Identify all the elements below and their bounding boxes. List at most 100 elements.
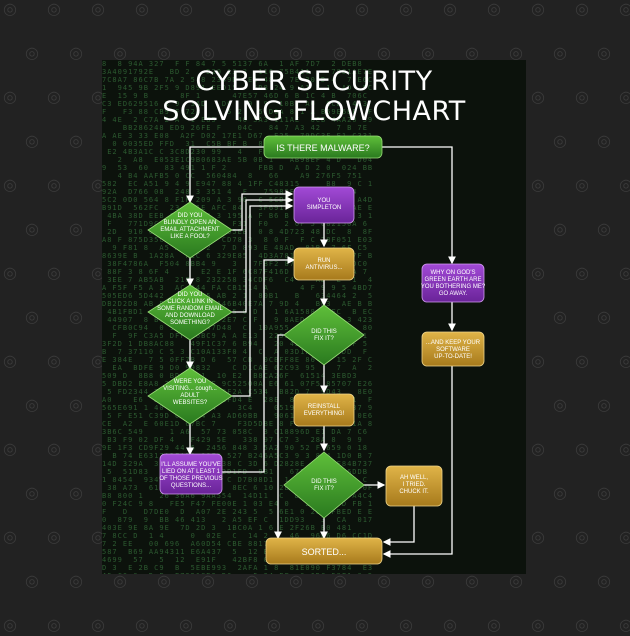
- watermark-lock-icon: ◎: [47, 353, 61, 370]
- watermark-lock-icon: ◎: [531, 1, 545, 18]
- keep-label-line: SOFTWARE: [436, 347, 470, 353]
- assume-label-line: QUESTIONS...: [171, 483, 212, 489]
- svg-text:AH WELL,I TRIED.CHUCK IT.: AH WELL,I TRIED.CHUCK IT.: [399, 475, 429, 495]
- watermark-lock-icon: ◎: [157, 45, 171, 62]
- watermark-lock-icon: ◎: [69, 45, 83, 62]
- connector-start-to-why: [382, 146, 456, 265]
- q_link-label-line: AND DOWNLOAD: [165, 313, 215, 319]
- watermark-lock-icon: ◎: [487, 1, 501, 18]
- svg-text:IS THERE MALWARE?: IS THERE MALWARE?: [276, 143, 369, 153]
- watermark-lock-icon: ◎: [3, 441, 17, 458]
- watermark-lock-icon: ◎: [289, 573, 303, 590]
- watermark-lock-icon: ◎: [575, 1, 589, 18]
- watermark-lock-icon: ◎: [135, 1, 149, 18]
- watermark-lock-icon: ◎: [245, 573, 259, 590]
- watermark-lock-icon: ◎: [509, 45, 523, 62]
- q_email-label-line: LIKE A FOOL?: [170, 234, 210, 240]
- watermark-lock-icon: ◎: [289, 45, 303, 62]
- simpleton-label-line: YOU: [317, 198, 330, 204]
- connector-email-to-simpleton: [232, 190, 294, 231]
- watermark-lock-icon: ◎: [575, 353, 589, 370]
- watermark-lock-icon: ◎: [333, 573, 347, 590]
- watermark-lock-icon: ◎: [531, 353, 545, 370]
- watermark-lock-icon: ◎: [553, 485, 567, 502]
- watermark-lock-icon: ◎: [531, 529, 545, 546]
- watermark-lock-icon: ◎: [619, 441, 630, 458]
- why-label-line: GO AWAY.: [439, 291, 468, 297]
- watermark-lock-icon: ◎: [575, 529, 589, 546]
- watermark-lock-icon: ◎: [377, 573, 391, 590]
- watermark-lock-icon: ◎: [399, 617, 413, 634]
- watermark-lock-icon: ◎: [443, 617, 457, 634]
- watermark-lock-icon: ◎: [399, 1, 413, 18]
- watermark-lock-icon: ◎: [47, 177, 61, 194]
- watermark-lock-icon: ◎: [135, 617, 149, 634]
- tried-label-line: AH WELL,: [400, 475, 428, 481]
- watermark-lock-icon: ◎: [531, 265, 545, 282]
- watermark-lock-icon: ◎: [509, 573, 523, 590]
- watermark-lock-icon: ◎: [267, 1, 281, 18]
- watermark-lock-icon: ◎: [201, 573, 215, 590]
- watermark-lock-icon: ◎: [597, 309, 611, 326]
- watermark-lock-icon: ◎: [377, 45, 391, 62]
- watermark-lock-icon: ◎: [69, 133, 83, 150]
- watermark-lock-icon: ◎: [25, 221, 39, 238]
- watermark-lock-icon: ◎: [465, 573, 479, 590]
- watermark-lock-icon: ◎: [91, 89, 105, 106]
- q_email-label-line: EMAIL ATTACHMENT: [160, 227, 220, 233]
- q_link-label-line: SOMETHING?: [170, 320, 210, 326]
- watermark-lock-icon: ◎: [421, 45, 435, 62]
- watermark-lock-icon: ◎: [355, 617, 369, 634]
- q_link-label-line: DID YOU: [178, 292, 203, 298]
- why-label-line: YOU BOTHERING ME?: [421, 284, 486, 290]
- reinstall-label-line: REINSTALL: [308, 404, 341, 410]
- watermark-lock-icon: ◎: [531, 177, 545, 194]
- watermark-lock-icon: ◎: [47, 265, 61, 282]
- watermark-lock-icon: ◎: [597, 45, 611, 62]
- flowchart-poster: 8 8 94A 327 F F 84 7 5 5137 6A 1 AF 7D7 …: [102, 60, 526, 574]
- watermark-lock-icon: ◎: [553, 397, 567, 414]
- watermark-lock-icon: ◎: [597, 221, 611, 238]
- watermark-lock-icon: ◎: [47, 89, 61, 106]
- watermark-lock-icon: ◎: [47, 441, 61, 458]
- why-label-line: GREEN EARTH ARE: [425, 277, 482, 283]
- connector-keep-to-sorted: [382, 366, 453, 558]
- watermark-lock-icon: ◎: [465, 45, 479, 62]
- q_visit-label-line: WERE YOU: [174, 379, 207, 385]
- watermark-lock-icon: ◎: [3, 1, 17, 18]
- q_visit-label-line: WEBSITES?: [173, 400, 208, 406]
- watermark-lock-icon: ◎: [553, 309, 567, 326]
- why-label-line: WHY ON GOD'S: [430, 270, 475, 276]
- watermark-lock-icon: ◎: [333, 45, 347, 62]
- watermark-lock-icon: ◎: [47, 529, 61, 546]
- watermark-lock-icon: ◎: [3, 265, 17, 282]
- watermark-lock-icon: ◎: [619, 353, 630, 370]
- title-line-2: SOLVING FLOWCHART: [162, 96, 466, 127]
- watermark-lock-icon: ◎: [619, 1, 630, 18]
- run_av-label-line: ANTIVIRUS...: [305, 265, 342, 271]
- fix1-label-line: DID THIS: [311, 329, 337, 335]
- watermark-lock-icon: ◎: [69, 573, 83, 590]
- tried-label-line: I TRIED.: [403, 482, 426, 488]
- svg-text:SORTED...: SORTED...: [302, 547, 347, 557]
- watermark-lock-icon: ◎: [597, 573, 611, 590]
- assume-label-line: OF THOSE PREVIOUS: [159, 476, 222, 482]
- node-sorted: SORTED...: [265, 537, 383, 565]
- watermark-lock-icon: ◎: [91, 1, 105, 18]
